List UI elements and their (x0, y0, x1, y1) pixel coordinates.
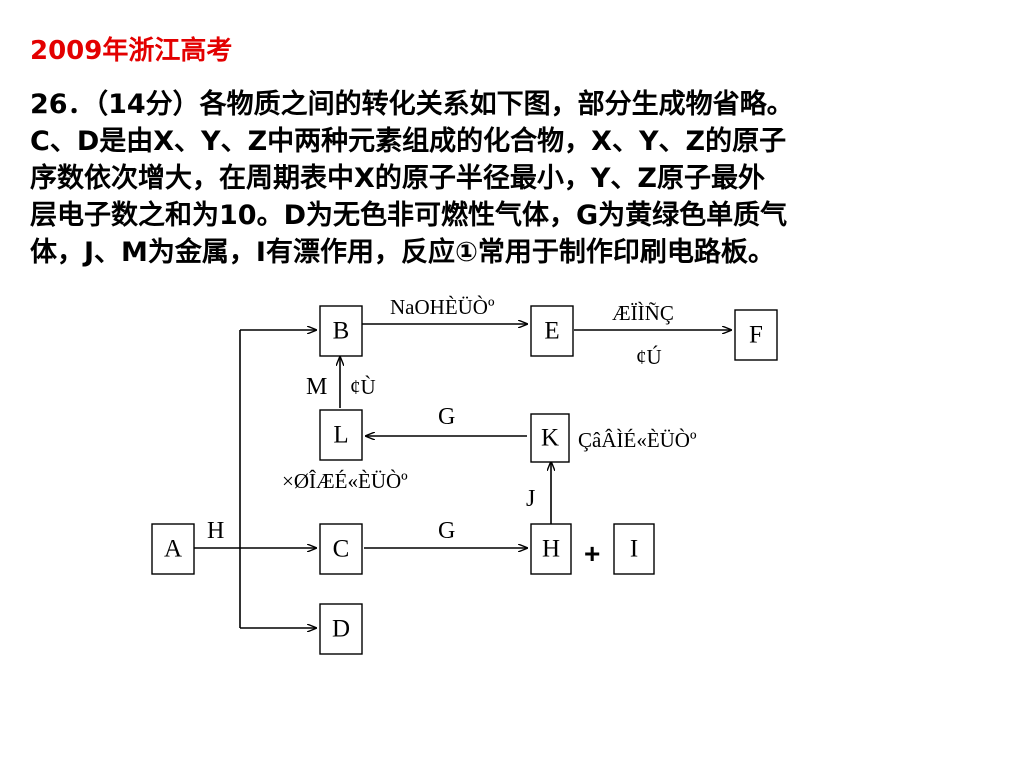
node-a-label: A (164, 536, 182, 563)
e-to-f-top-label: ÆÏÌÑÇ (612, 301, 674, 325)
node-h: H (530, 523, 572, 575)
node-i-label: I (630, 536, 638, 563)
problem-line-2: C、D是由X、Y、Z中两种元素组成的化合物，X、Y、Z的原子 (30, 126, 787, 157)
problem-line-3: 序数依次增大，在周期表中X的原子半径最小，Y、Z原子最外 (30, 163, 765, 194)
node-a: A (151, 523, 195, 575)
b-to-e-label: NaOHÈÜÒº (390, 295, 495, 319)
l-solution-label: ×ØÎÆÉ«ÈÜÒº (282, 469, 408, 493)
a-h-label: H (207, 518, 224, 544)
node-d-label: D (332, 616, 350, 643)
node-b: B (319, 305, 363, 357)
k-solution-label: ÇâÂÌÉ«ÈÜÒº (578, 428, 697, 452)
node-l-label: L (333, 422, 348, 449)
node-i: I (613, 523, 655, 575)
plus-sign: + (584, 538, 600, 569)
node-c: C (319, 523, 363, 575)
j-to-k-label: J (526, 486, 535, 512)
node-f-label: F (749, 322, 763, 349)
m-to-b-letter-label: M (306, 374, 327, 400)
node-d: D (319, 603, 363, 655)
problem-line-4: 层电子数之和为10。D为无色非可燃性气体，G为黄绿色单质气 (30, 200, 788, 231)
problem-statement: 26．（14分）各物质之间的转化关系如下图，部分生成物省略。 C、D是由X、Y、… (30, 86, 1005, 271)
m-to-b-number-label: ¢Ù (350, 375, 376, 399)
node-c-label: C (333, 536, 350, 563)
e-to-f-bottom-label: ¢Ú (636, 345, 662, 369)
node-e: E (530, 305, 574, 357)
node-l: L (319, 409, 363, 461)
node-b-label: B (333, 318, 350, 345)
node-h-label: H (542, 536, 560, 563)
node-e-label: E (544, 318, 559, 345)
problem-line-5: 体，J、M为金属，I有漂作用，反应①常用于制作印刷电路板。 (30, 237, 775, 268)
k-to-l-label: G (438, 404, 455, 430)
node-k-label: K (541, 425, 559, 452)
problem-line-1: 26．（14分）各物质之间的转化关系如下图，部分生成物省略。 (30, 89, 794, 120)
connector-lines (194, 324, 731, 628)
problem-source-title: 2009年浙江高考 (30, 36, 233, 66)
c-to-h-label: G (438, 518, 455, 544)
node-f: F (734, 309, 778, 361)
node-k: K (530, 413, 570, 463)
